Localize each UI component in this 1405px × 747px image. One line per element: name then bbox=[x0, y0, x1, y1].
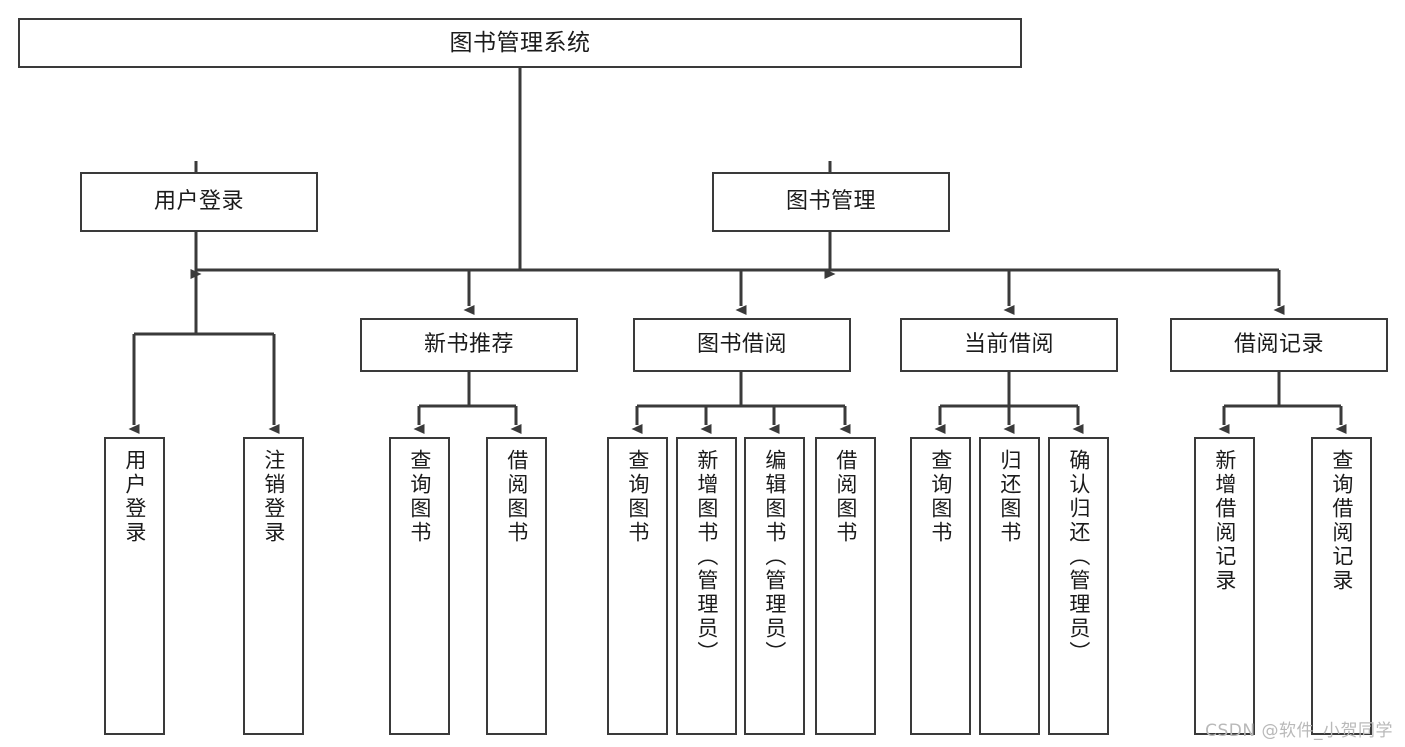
node-leaf-query-book-3-label: 查询图书 bbox=[928, 449, 953, 545]
node-book-borrow-label: 图书借阅 bbox=[696, 332, 787, 358]
node-leaf-add-record[interactable]: 新增借阅记录 bbox=[1194, 437, 1255, 735]
node-leaf-query-book-1-label: 查询图书 bbox=[407, 449, 432, 545]
node-user-login[interactable]: 用户登录 bbox=[80, 172, 318, 232]
node-leaf-confirm-return[interactable]: 确认归还（管理员） bbox=[1048, 437, 1109, 735]
node-leaf-borrow-book-1-label: 借阅图书 bbox=[504, 449, 529, 545]
node-new-book-recommend[interactable]: 新书推荐 bbox=[360, 318, 578, 372]
node-leaf-return-book-label: 归还图书 bbox=[997, 449, 1022, 545]
node-leaf-confirm-return-label: 确认归还（管理员） bbox=[1066, 449, 1091, 665]
node-leaf-query-book-2[interactable]: 查询图书 bbox=[607, 437, 668, 735]
node-leaf-add-record-label: 新增借阅记录 bbox=[1212, 449, 1237, 593]
node-leaf-query-book-1[interactable]: 查询图书 bbox=[389, 437, 450, 735]
node-leaf-user-login-label: 用户登录 bbox=[122, 449, 147, 545]
node-leaf-logout-login-label: 注销登录 bbox=[261, 449, 286, 545]
node-leaf-query-book-3[interactable]: 查询图书 bbox=[910, 437, 971, 735]
node-leaf-query-record-label: 查询借阅记录 bbox=[1329, 449, 1354, 593]
node-borrow-record[interactable]: 借阅记录 bbox=[1170, 318, 1388, 372]
node-leaf-edit-book[interactable]: 编辑图书（管理员） bbox=[744, 437, 805, 735]
node-leaf-query-book-2-label: 查询图书 bbox=[625, 449, 650, 545]
node-book-manage[interactable]: 图书管理 bbox=[712, 172, 950, 232]
node-leaf-return-book[interactable]: 归还图书 bbox=[979, 437, 1040, 735]
node-root-label: 图书管理系统 bbox=[449, 29, 591, 56]
node-book-manage-label: 图书管理 bbox=[785, 189, 876, 215]
node-current-borrow-label: 当前借阅 bbox=[963, 332, 1054, 358]
node-leaf-borrow-book-2[interactable]: 借阅图书 bbox=[815, 437, 876, 735]
node-leaf-edit-book-label: 编辑图书（管理员） bbox=[762, 449, 787, 665]
node-new-book-recommend-label: 新书推荐 bbox=[423, 332, 514, 358]
node-borrow-record-label: 借阅记录 bbox=[1233, 332, 1324, 358]
node-leaf-borrow-book-2-label: 借阅图书 bbox=[833, 449, 858, 545]
node-root[interactable]: 图书管理系统 bbox=[18, 18, 1022, 68]
node-leaf-logout-login[interactable]: 注销登录 bbox=[243, 437, 304, 735]
node-leaf-query-record[interactable]: 查询借阅记录 bbox=[1311, 437, 1372, 735]
node-user-login-label: 用户登录 bbox=[153, 189, 244, 215]
node-leaf-add-book[interactable]: 新增图书（管理员） bbox=[676, 437, 737, 735]
csdn-watermark: CSDN @软件_小贺同学 bbox=[1205, 721, 1393, 741]
node-current-borrow[interactable]: 当前借阅 bbox=[900, 318, 1118, 372]
node-leaf-borrow-book-1[interactable]: 借阅图书 bbox=[486, 437, 547, 735]
node-leaf-add-book-label: 新增图书（管理员） bbox=[694, 449, 719, 665]
node-book-borrow[interactable]: 图书借阅 bbox=[633, 318, 851, 372]
node-leaf-user-login[interactable]: 用户登录 bbox=[104, 437, 165, 735]
